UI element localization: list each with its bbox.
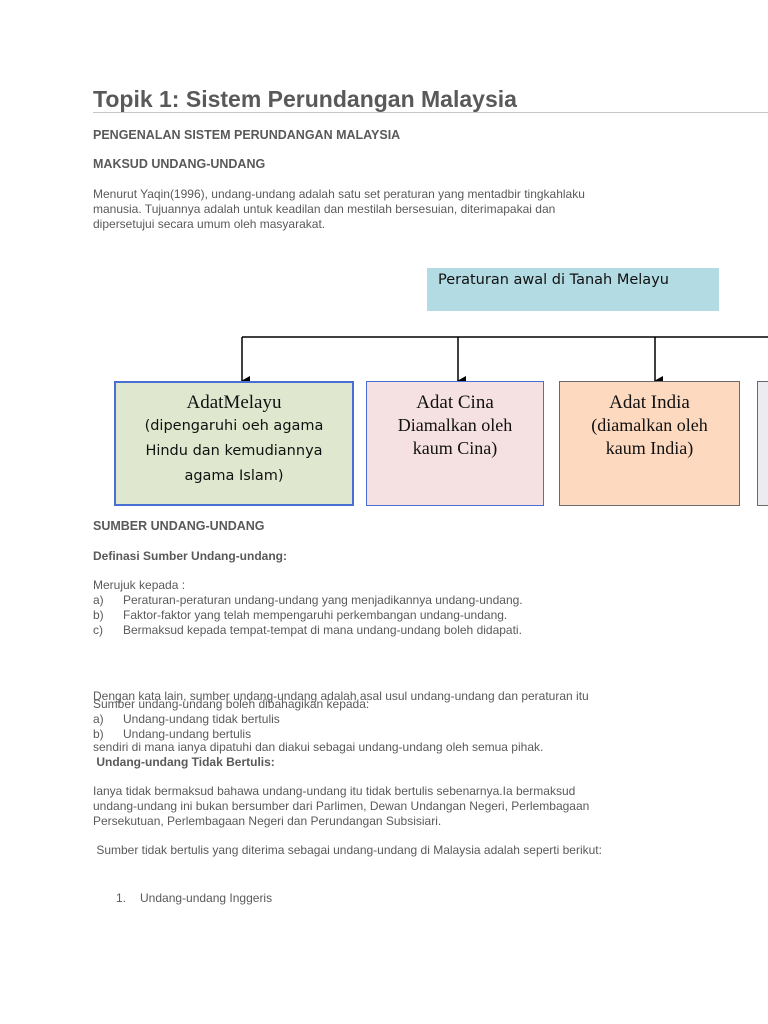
intro-line: Menurut Yaqin(1996), undang-undang adala… <box>93 187 585 201</box>
box-text: Diamalkan oleh <box>397 415 513 435</box>
paragraph-dengan-kata-lain: Dengan kata lain, sumber undang-undang a… <box>93 653 589 773</box>
title-divider <box>93 112 768 113</box>
paragraph-line: Persekutuan, Perlembagaan Negeri dan Per… <box>93 814 442 828</box>
law-origins-diagram: Peraturan awal di Tanah Melayu AdatMelay… <box>0 260 768 510</box>
box-adat-melayu: AdatMelayu (dipengaruhi oeh agama Hindu … <box>114 381 354 506</box>
list-text: Undang-undang Inggeris <box>140 891 273 905</box>
list-marker: b) <box>93 727 104 741</box>
paragraph-sumber-tidak-bertulis: Sumber tidak bertulis yang diterima seba… <box>93 843 602 857</box>
box-peraturan-awal: Peraturan awal di Tanah Melayu <box>427 268 719 311</box>
box-partial-offscreen <box>757 381 768 506</box>
intro-line: manusia. Tujuannya adalah untuk keadilan… <box>93 202 556 216</box>
list-item: b) Undang-undang bertulis <box>93 727 369 742</box>
list-marker: 1. <box>116 891 127 905</box>
paragraph-line: Ianya tidak bermaksud bahawa undang-unda… <box>93 784 576 798</box>
list-marker: b) <box>93 608 104 622</box>
paragraph-line: undang-undang ini bukan bersumber dari P… <box>93 799 590 813</box>
intro-paragraph: Menurut Yaqin(1996), undang-undang adala… <box>93 187 585 232</box>
box-title: Adat Cina <box>416 392 494 413</box>
intro-line: dipersetujui secara umum oleh masyarakat… <box>93 217 326 231</box>
box-text: (diamalkan oleh <box>591 415 708 435</box>
list-item: a) Undang-undang tidak bertulis <box>93 712 369 727</box>
sumber-dibahagikan-block: Sumber undang-undang boleh dibahagikan k… <box>93 697 369 742</box>
list-marker: a) <box>93 712 104 726</box>
box-text: kaum Cina) <box>412 438 498 458</box>
paragraph-line: sendiri di mana ianya dipatuhi dan diaku… <box>93 740 544 754</box>
page-title: Topik 1: Sistem Perundangan Malaysia <box>93 86 517 112</box>
box-text: kaum India) <box>605 438 694 458</box>
box-adat-india: Adat India (diamalkan oleh kaum India) <box>559 381 740 506</box>
list-text: Undang-undang tidak bertulis <box>123 712 280 726</box>
box-text: Hindu dan kemudiannya <box>145 443 323 459</box>
heading-pengenalan: PENGENALAN SISTEM PERUNDANGAN MALAYSIA <box>93 128 401 142</box>
heading-maksud: MAKSUD UNDANG-UNDANG <box>93 157 266 171</box>
box-title: AdatMelayu <box>186 392 282 413</box>
numbered-list-item: 1. Undang-undang Inggeris <box>116 891 272 906</box>
list-marker: a) <box>93 593 104 607</box>
list-item: a) Peraturan-peraturan undang-undang yang… <box>93 593 523 608</box>
subheading-tidak-bertulis: Undang-undang Tidak Bertulis: <box>93 755 275 769</box>
paragraph-line: Dengan kata lain, sumber undang-undang a… <box>93 689 589 703</box>
subheading-definasi: Definasi Sumber Undang-undang: <box>93 549 288 563</box>
box-title: Adat India <box>609 392 690 413</box>
paragraph-ianya: Ianya tidak bermaksud bahawa undang-unda… <box>93 784 589 829</box>
box-text: (dipengaruhi oeh agama <box>144 418 324 434</box>
box-adat-cina: Adat Cina Diamalkan oleh kaum Cina) <box>366 381 544 506</box>
list-text: Undang-undang bertulis <box>123 727 252 741</box>
list-marker: c) <box>93 623 103 637</box>
list-text: Bermaksud kepada tempat-tempat di mana u… <box>123 623 522 637</box>
merujuk-label: Merujuk kepada : <box>93 578 186 592</box>
merujuk-block: Merujuk kepada : a) Peraturan-peraturan u… <box>93 578 523 638</box>
list-text: Peraturan-peraturan undang-undang yang m… <box>123 593 523 607</box>
diagram-connectors <box>241 292 768 386</box>
heading-sumber: SUMBER UNDANG-UNDANG <box>93 519 265 533</box>
list-item: b) Faktor-faktor yang telah mempengaruhi … <box>93 608 523 623</box>
list-item: c) Bermaksud kepada tempat-tempat di mana… <box>93 623 523 638</box>
list-text: Faktor-faktor yang telah mempengaruhi pe… <box>123 608 508 622</box>
paragraph-line: Sumber undang-undang boleh dibahagikan k… <box>93 697 370 711</box>
box-text: agama Islam) <box>184 468 284 484</box>
